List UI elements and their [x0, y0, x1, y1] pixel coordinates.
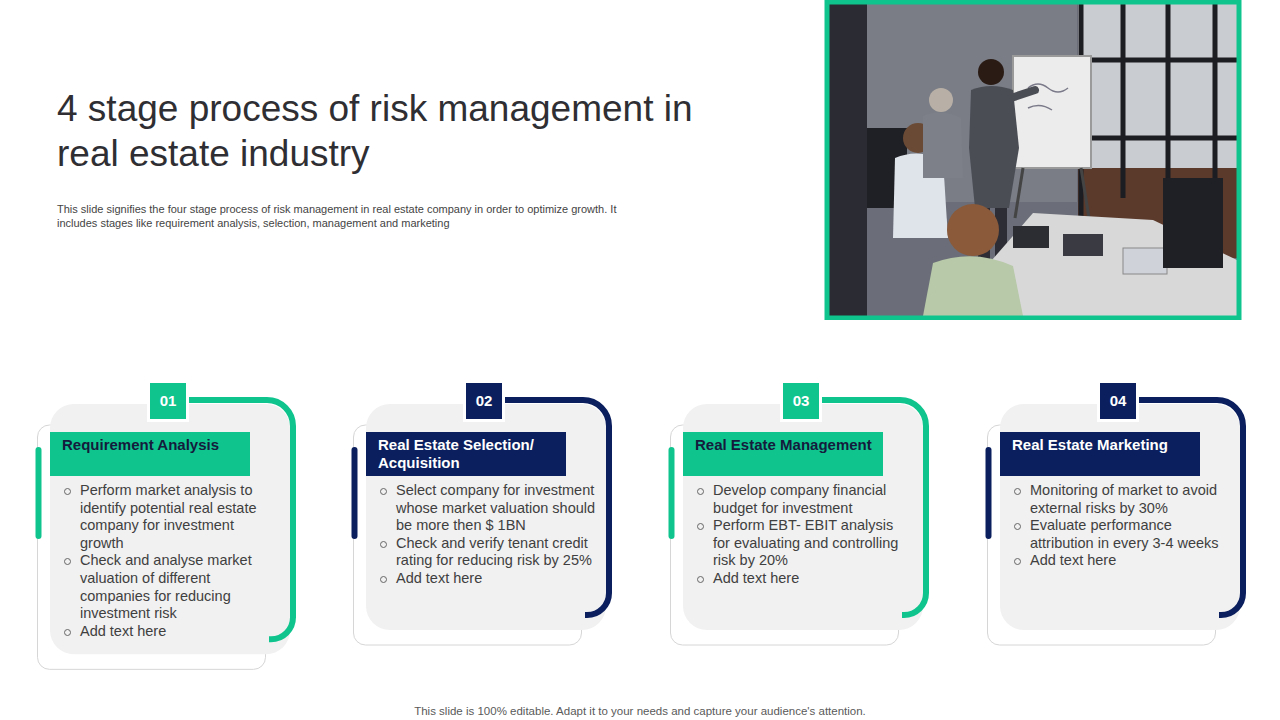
bullet-marker: [380, 488, 387, 495]
bullet-text: Add text here: [396, 570, 482, 586]
bullet-marker: [1014, 523, 1021, 530]
stage-card: 03Real Estate ManagementDevelop company …: [670, 382, 932, 647]
stage-card: 02Real Estate Selection/ AcquisitionSele…: [353, 382, 615, 647]
step-number: 02: [463, 380, 505, 422]
bullet-marker: [64, 558, 71, 565]
bullet-marker: [697, 576, 704, 583]
heading-band: Real Estate Marketing: [1000, 432, 1200, 476]
stage-heading: Real Estate Marketing: [1012, 436, 1190, 454]
bullet-item: Evaluate performance attribution in ever…: [1013, 517, 1231, 552]
card-side-bar: [352, 450, 358, 536]
bullet-item: Perform market analysis to identify pote…: [63, 482, 281, 552]
bullet-text: Develop company financial budget for inv…: [713, 482, 886, 516]
footer-note: This slide is 100% editable. Adapt it to…: [0, 704, 1280, 718]
card-side-bar: [986, 450, 992, 536]
bullet-text: Evaluate performance attribution in ever…: [1030, 517, 1219, 551]
bullet-text: Check and analyse market valuation of di…: [80, 552, 252, 621]
bullet-item: Monitoring of market to avoid external r…: [1013, 482, 1231, 517]
photo-people: [867, 88, 1223, 316]
step-number: 03: [780, 380, 822, 422]
card-panel: [366, 404, 606, 630]
heading-band: Real Estate Selection/ Acquisition: [366, 432, 566, 476]
stage-heading: Real Estate Management: [695, 436, 873, 454]
bullet-item: Add text here: [379, 570, 597, 588]
bullet-list: Perform market analysis to identify pote…: [63, 482, 281, 640]
stage-card: 04Real Estate MarketingMonitoring of mar…: [987, 382, 1249, 647]
bullet-text: Perform market analysis to identify pote…: [80, 482, 257, 551]
meeting-photo: [823, 0, 1243, 320]
stage-heading: Requirement Analysis: [62, 436, 240, 454]
bullet-list: Monitoring of market to avoid external r…: [1013, 482, 1231, 570]
bullet-text: Monitoring of market to avoid external r…: [1030, 482, 1217, 516]
bullet-item: Add text here: [63, 623, 281, 641]
bullet-text: Select company for investment whose mark…: [396, 482, 595, 533]
bullet-item: Check and verify tenant credit rating fo…: [379, 535, 597, 570]
heading-band: Real Estate Management: [683, 432, 883, 476]
bullet-text: Perform EBT- EBIT analysis for evaluatin…: [713, 517, 898, 568]
bullet-list: Select company for investment whose mark…: [379, 482, 597, 588]
step-number: 04: [1097, 380, 1139, 422]
bullet-text: Add text here: [1030, 552, 1116, 568]
bullet-item: Add text here: [696, 570, 914, 588]
slide-title: 4 stage process of risk management in re…: [57, 86, 717, 176]
bullet-marker: [1014, 558, 1021, 565]
bullet-item: Select company for investment whose mark…: [379, 482, 597, 535]
heading-band: Requirement Analysis: [50, 432, 250, 476]
card-panel: [1000, 404, 1240, 630]
photo-whiteboard: [1013, 56, 1091, 218]
stage-card: 01Requirement AnalysisPerform market ana…: [37, 382, 299, 671]
bullet-item: Develop company financial budget for inv…: [696, 482, 914, 517]
step-number: 01: [147, 380, 189, 422]
bullet-item: Check and analyse market valuation of di…: [63, 552, 281, 622]
card-side-bar: [669, 450, 675, 536]
card-panel: [683, 404, 923, 630]
stage-heading: Real Estate Selection/ Acquisition: [378, 436, 556, 472]
bullet-list: Develop company financial budget for inv…: [696, 482, 914, 588]
bullet-marker: [697, 523, 704, 530]
card-side-bar: [36, 450, 42, 536]
bullet-item: Perform EBT- EBIT analysis for evaluatin…: [696, 517, 914, 570]
card-panel: [50, 404, 290, 654]
slide-description: This slide signifies the four stage proc…: [57, 202, 627, 230]
bullet-text: Add text here: [80, 623, 166, 639]
bullet-marker: [64, 488, 71, 495]
bullet-marker: [64, 629, 71, 636]
photo-room: [827, 2, 1237, 316]
bullet-marker: [380, 541, 387, 548]
bullet-marker: [380, 576, 387, 583]
bullet-text: Add text here: [713, 570, 799, 586]
bullet-item: Add text here: [1013, 552, 1231, 570]
bullet-marker: [1014, 488, 1021, 495]
bullet-text: Check and verify tenant credit rating fo…: [396, 535, 592, 569]
bullet-marker: [697, 488, 704, 495]
